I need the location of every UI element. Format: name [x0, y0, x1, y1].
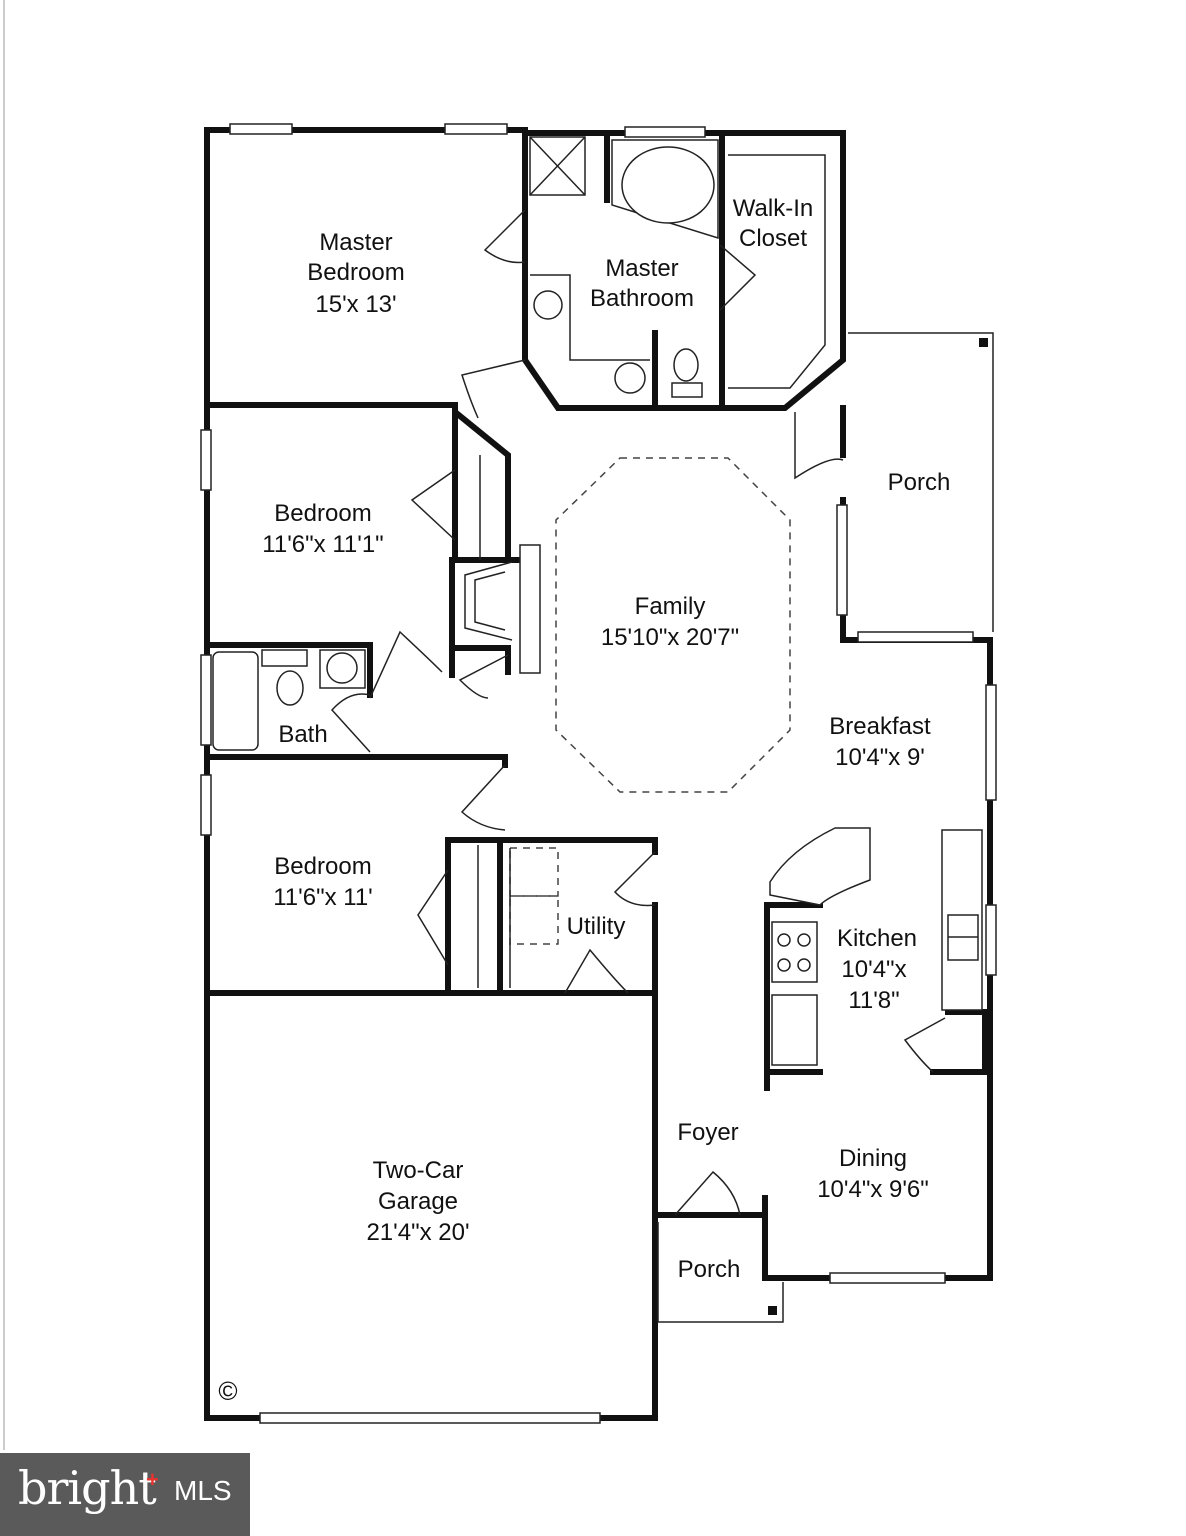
walk-in-closet-label: Walk-In	[733, 195, 813, 222]
dining-size: 10'4"x 9'6"	[817, 1176, 929, 1203]
utility-label: Utility	[567, 913, 626, 940]
rear-porch-label: Porch	[888, 469, 951, 496]
front-porch-label: Porch	[678, 1256, 741, 1283]
doors	[330, 209, 946, 1216]
bedroom-3-size: 11'6"x 11'	[273, 884, 373, 911]
walls	[204, 127, 993, 1421]
breakfast-label: Breakfast	[829, 713, 931, 740]
breakfast-size: 10'4"x 9'	[835, 744, 925, 771]
watermark-brand: bright	[18, 1461, 157, 1515]
master-bathroom-label: Bathroom	[590, 285, 694, 312]
foyer-label: Foyer	[677, 1119, 738, 1146]
master-bedroom-label: Bedroom	[307, 259, 404, 286]
kitchen-label: Kitchen	[837, 925, 917, 952]
bath-label: Bath	[278, 721, 327, 748]
porch-post	[979, 338, 988, 347]
watermark-suffix: MLS	[174, 1475, 232, 1506]
bedroom-3-label: Bedroom	[274, 853, 371, 880]
master-bedroom-size: 15'x 13'	[315, 291, 396, 318]
family-label: Family	[635, 593, 706, 620]
windows	[200, 123, 997, 1424]
room-labels: Master Bedroom 15'x 13' Master Bathroom …	[218, 195, 950, 1406]
dining-label: Dining	[839, 1145, 907, 1172]
bedroom-2-label: Bedroom	[274, 500, 371, 527]
kitchen-size: 11'8"	[848, 987, 899, 1014]
fixtures	[212, 136, 983, 1066]
garage-size: 21'4"x 20'	[366, 1219, 469, 1246]
bedroom-2-size: 11'6"x 11'1"	[262, 531, 383, 558]
copyright-symbol: ©	[218, 1376, 237, 1406]
mls-watermark: bright + MLS	[0, 1453, 250, 1536]
family-size: 15'10"x 20'7"	[601, 624, 739, 651]
walk-in-closet-label: Closet	[739, 225, 807, 252]
garage-label: Two-Car	[373, 1157, 464, 1184]
master-bedroom-label: Master	[319, 229, 392, 256]
garage-label: Garage	[378, 1188, 458, 1215]
watermark-plus-icon: +	[146, 1467, 159, 1492]
master-bathroom-label: Master	[605, 255, 678, 282]
front-porch-outline	[657, 1222, 784, 1323]
porch-post	[768, 1306, 777, 1315]
kitchen-size: 10'4"x	[841, 956, 906, 983]
rear-porch-outline	[848, 332, 994, 632]
